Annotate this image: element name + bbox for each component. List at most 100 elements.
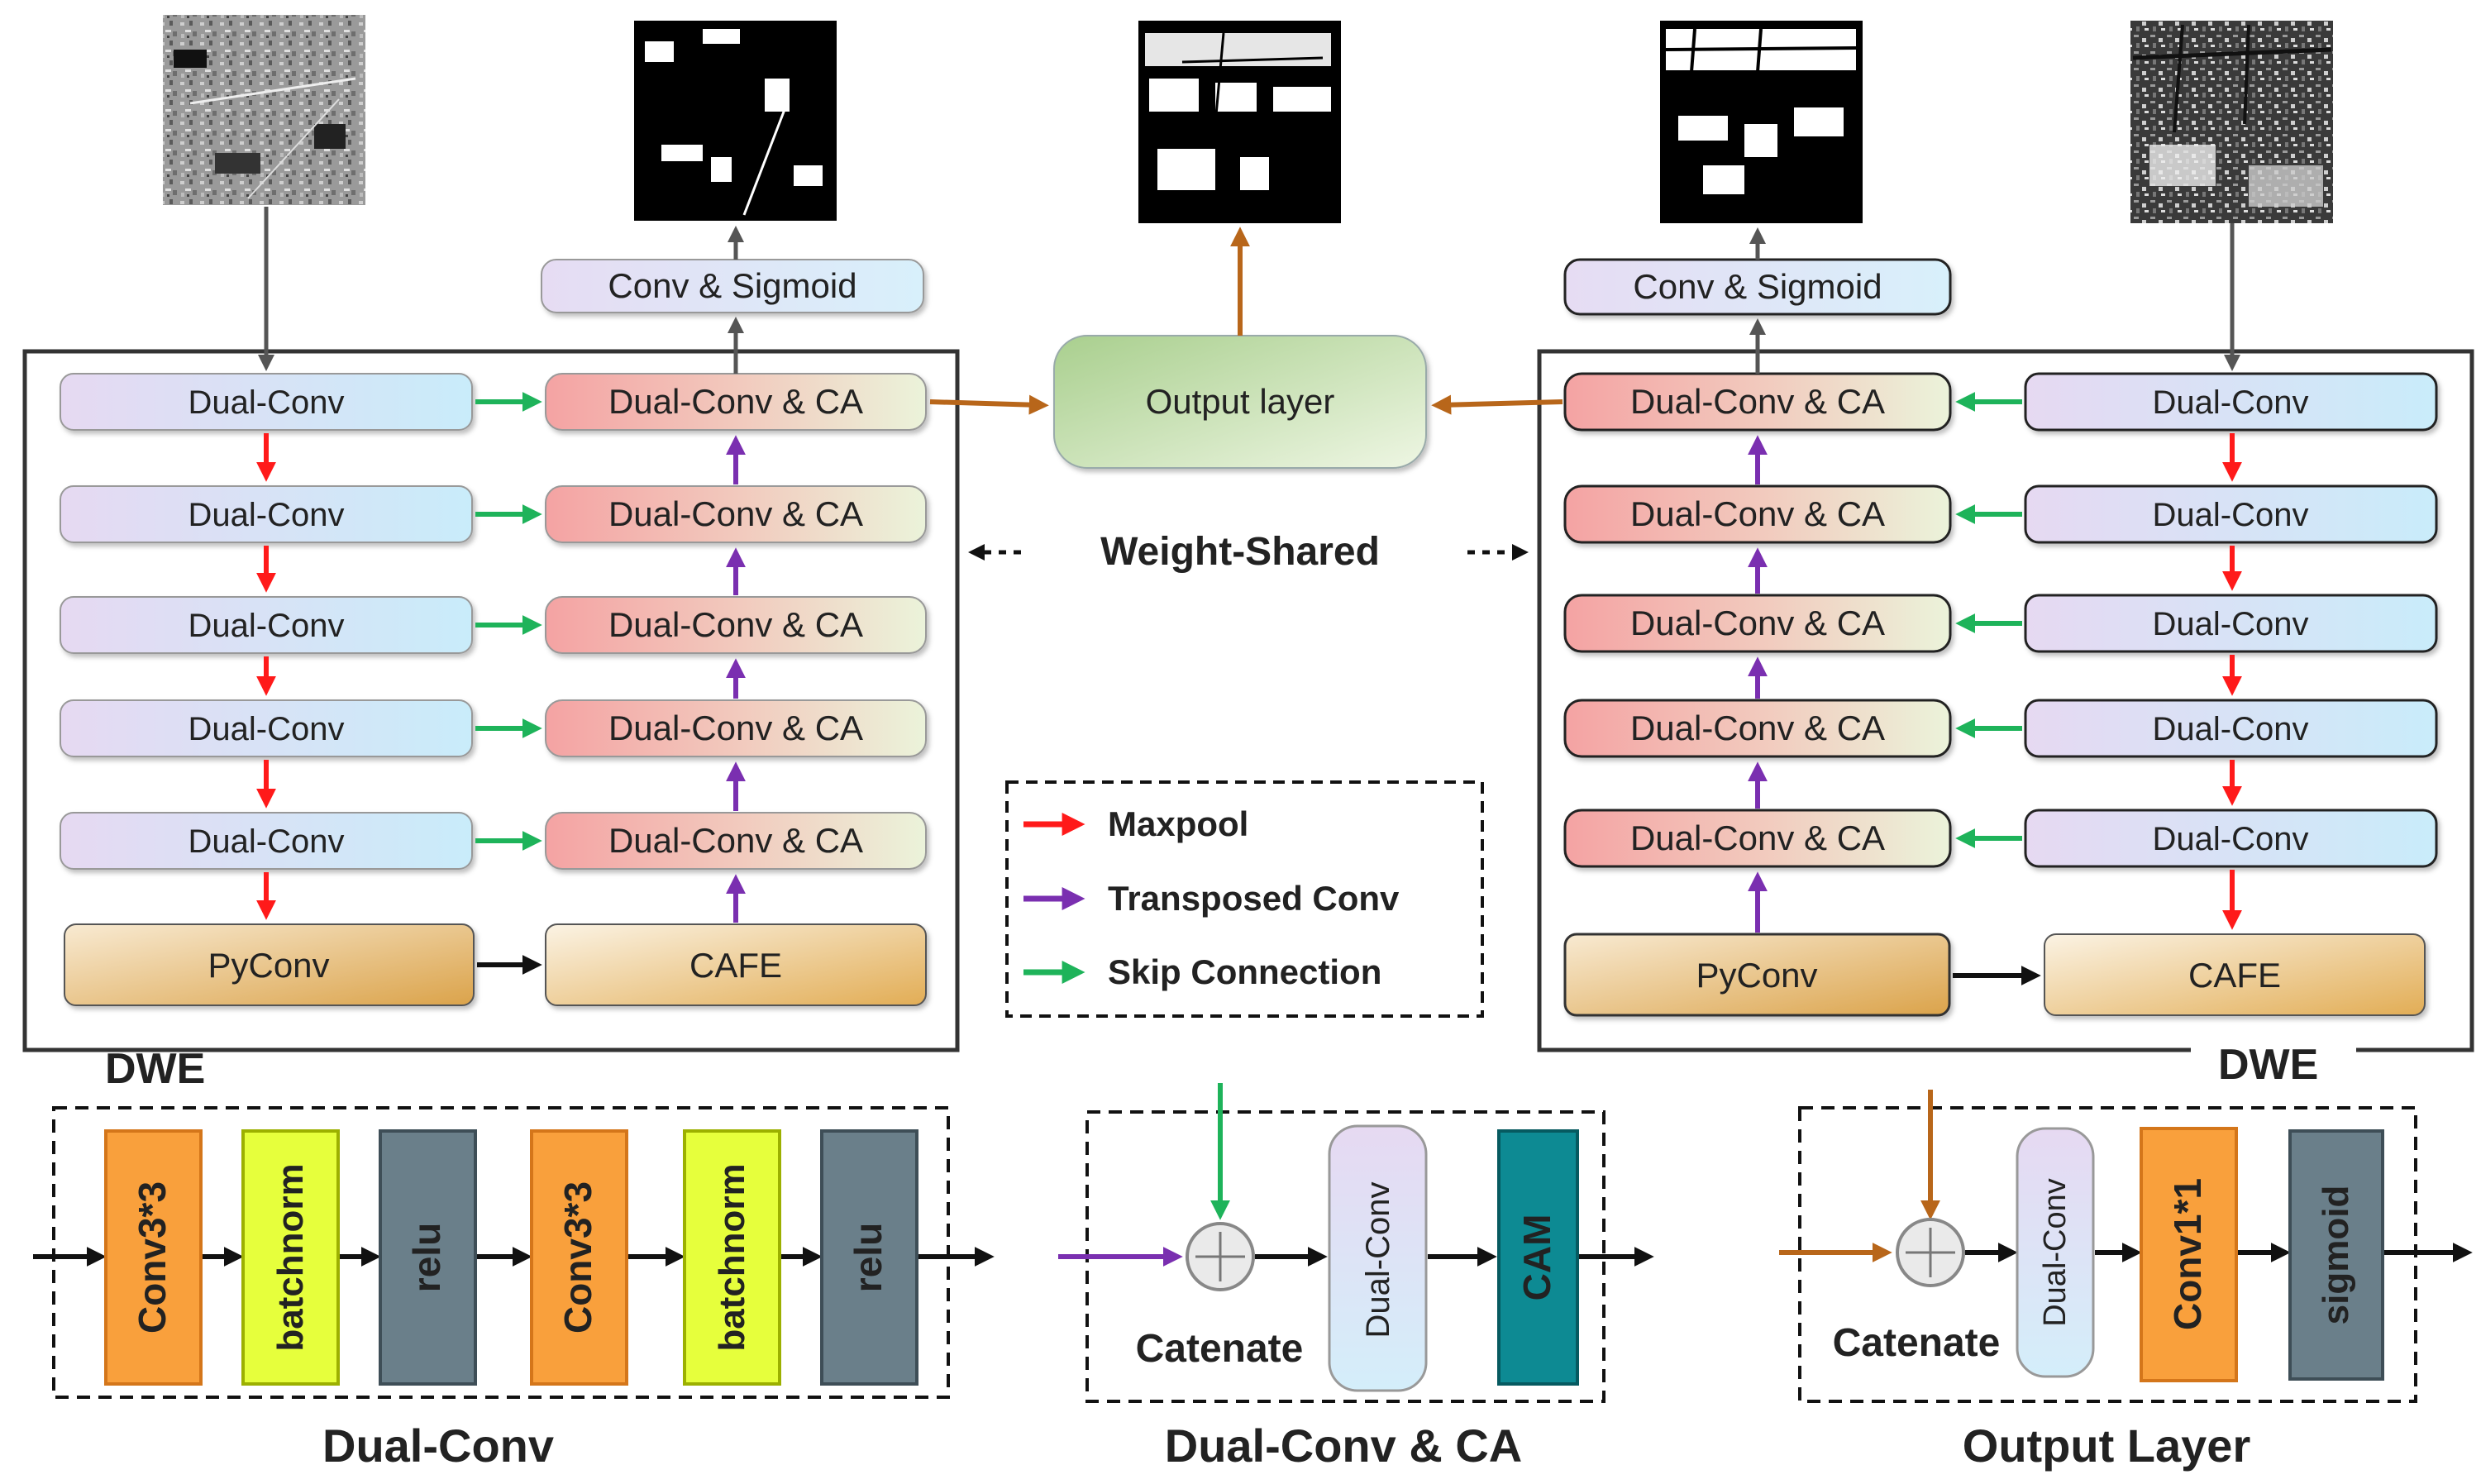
dual-conv-ca-box bbox=[1563, 699, 1952, 758]
cam-block bbox=[1497, 1129, 1579, 1386]
output-layer-label: Output layer bbox=[1146, 382, 1335, 421]
relu-block bbox=[379, 1129, 477, 1386]
pyconv-label: PyConv bbox=[208, 946, 329, 985]
prediction-image-left bbox=[634, 21, 837, 221]
cam-label: CAM bbox=[1515, 1214, 1558, 1301]
dual-conv-ca-box bbox=[545, 596, 927, 654]
dual-conv-label: Dual-Conv bbox=[188, 384, 345, 421]
dual-conv-ca-detail: Catenate Dual-Conv CAM Dual-Conv & CA bbox=[1058, 1083, 1654, 1472]
input-image-left bbox=[163, 15, 365, 205]
conv33-block bbox=[104, 1129, 203, 1386]
dual-conv-label: Dual-Conv bbox=[2153, 606, 2309, 642]
legend-transposed-label: Transposed Conv bbox=[1108, 879, 1400, 918]
relu-label: relu bbox=[847, 1223, 890, 1292]
sigmoid-block bbox=[2288, 1129, 2384, 1381]
input-image-right bbox=[2130, 21, 2333, 223]
dual-conv-box bbox=[60, 485, 473, 543]
conv11-label: Conv1*1 bbox=[2166, 1178, 2209, 1330]
legend-maxpool-label: Maxpool bbox=[1108, 804, 1248, 843]
catenate-label: Catenate bbox=[1833, 1321, 2001, 1365]
dual-conv-ca-label: Dual-Conv & CA bbox=[608, 605, 863, 644]
left-decoder: Dual-Conv & CA Dual-Conv & CA Dual-Conv … bbox=[541, 259, 927, 1006]
dual-conv-label: Dual-Conv bbox=[188, 497, 345, 533]
arrows bbox=[256, 207, 2242, 985]
dual-conv-ca-label: Dual-Conv & CA bbox=[1630, 818, 1885, 857]
dual-conv-box bbox=[2024, 372, 2438, 432]
conv11-block bbox=[2140, 1127, 2238, 1382]
dual-conv-pill bbox=[1328, 1124, 1428, 1392]
catenate-plus-icon bbox=[1896, 1218, 1965, 1287]
dual-conv-ca-label: Dual-Conv & CA bbox=[608, 709, 863, 747]
dual-conv-box bbox=[2024, 809, 2438, 868]
prediction-image-right bbox=[1660, 21, 1863, 223]
dual-conv-box bbox=[2024, 699, 2438, 758]
dual-conv-pill bbox=[2016, 1127, 2095, 1378]
dwe-frame-right bbox=[1537, 349, 2474, 1052]
batchnorm-block bbox=[683, 1129, 781, 1386]
fused-output-image bbox=[1138, 21, 1341, 223]
pyconv-box bbox=[1563, 933, 1951, 1017]
dual-conv-ca-box bbox=[545, 812, 927, 870]
pyconv-label: PyConv bbox=[1696, 956, 1817, 995]
dual-conv-ca-box bbox=[1563, 484, 1952, 544]
dual-conv-box bbox=[60, 699, 473, 757]
dwe-label-left: DWE bbox=[105, 1045, 205, 1093]
dual-conv-label: Dual-Conv bbox=[2153, 384, 2309, 421]
dual-conv-ca-box bbox=[545, 485, 927, 543]
dual-conv-label: Dual-Conv bbox=[188, 711, 345, 747]
dual-conv-ca-box bbox=[1563, 594, 1952, 653]
dual-conv-pill-label: Dual-Conv bbox=[2038, 1178, 2073, 1327]
cafe-label: CAFE bbox=[2188, 956, 2281, 995]
dual-conv-box bbox=[2024, 594, 2438, 653]
dual-conv-label: Dual-Conv bbox=[188, 823, 345, 860]
dwe-label-right: DWE bbox=[2218, 1041, 2318, 1089]
dual-conv-ca-label: Dual-Conv & CA bbox=[1630, 709, 1885, 747]
output-layer-caption: Output Layer bbox=[1963, 1420, 2250, 1472]
conv33-label: Conv3*3 bbox=[556, 1181, 599, 1334]
cafe-box bbox=[545, 923, 927, 1006]
output-layer-detail: Catenate Dual-Conv Conv1*1 sigmoid Outpu… bbox=[1779, 1090, 2473, 1472]
batchnorm-block bbox=[241, 1129, 340, 1386]
cafe-box bbox=[2044, 933, 2426, 1016]
dual-conv-ca-box bbox=[1563, 809, 1952, 868]
sigmoid-label: sigmoid bbox=[2316, 1186, 2356, 1325]
dual-conv-label: Dual-Conv bbox=[2153, 711, 2309, 747]
batchnorm-label: batchnorm bbox=[712, 1163, 752, 1351]
dual-conv-label: Dual-Conv bbox=[188, 608, 345, 644]
dual-conv-detail-frame bbox=[52, 1106, 950, 1399]
dual-conv-ca-label: Dual-Conv & CA bbox=[608, 821, 863, 860]
right-decoder: Dual-Conv & CA Dual-Conv & CA Dual-Conv … bbox=[1563, 258, 1952, 1017]
catenate-label: Catenate bbox=[1136, 1327, 1304, 1371]
dual-conv-box bbox=[2024, 484, 2438, 544]
conv33-label: Conv3*3 bbox=[131, 1181, 174, 1334]
dual-conv-ca-label: Dual-Conv & CA bbox=[608, 494, 863, 533]
dual-conv-box bbox=[60, 373, 473, 431]
relu-label: relu bbox=[405, 1223, 448, 1292]
conv-sigmoid-box bbox=[541, 259, 924, 313]
dual-conv-ca-label: Dual-Conv & CA bbox=[1630, 494, 1885, 533]
dual-conv-ca-label: Dual-Conv & CA bbox=[1630, 382, 1885, 421]
legend-skip-label: Skip Connection bbox=[1108, 952, 1381, 991]
dual-conv-ca-caption: Dual-Conv & CA bbox=[1165, 1420, 1522, 1472]
dual-conv-label: Dual-Conv bbox=[2153, 497, 2309, 533]
dual-conv-ca-label: Dual-Conv & CA bbox=[608, 382, 863, 421]
output-in-left bbox=[929, 394, 1049, 415]
conv-sigmoid-label: Conv & Sigmoid bbox=[608, 266, 856, 305]
output-in-right bbox=[1431, 394, 1563, 415]
catenate-plus-icon bbox=[1186, 1222, 1255, 1291]
dual-conv-ca-label: Dual-Conv & CA bbox=[1630, 604, 1885, 642]
pyconv-box bbox=[64, 923, 475, 1006]
weight-shared-label: Weight-Shared bbox=[1100, 530, 1380, 574]
cafe-label: CAFE bbox=[689, 946, 782, 985]
dual-conv-box bbox=[60, 596, 473, 654]
legend-frame bbox=[1005, 780, 1484, 1018]
dual-conv-box bbox=[60, 812, 473, 870]
relu-block bbox=[820, 1129, 918, 1386]
dual-conv-label: Dual-Conv bbox=[2153, 821, 2309, 857]
dwe-frame-left bbox=[22, 349, 960, 1052]
dual-conv-caption: Dual-Conv bbox=[322, 1420, 554, 1472]
dual-conv-detail: Conv3*3 batchnorm relu Conv3*3 batchnorm… bbox=[33, 1106, 995, 1472]
conv33-block bbox=[530, 1129, 628, 1386]
dual-conv-pill-label: Dual-Conv bbox=[1360, 1182, 1396, 1338]
